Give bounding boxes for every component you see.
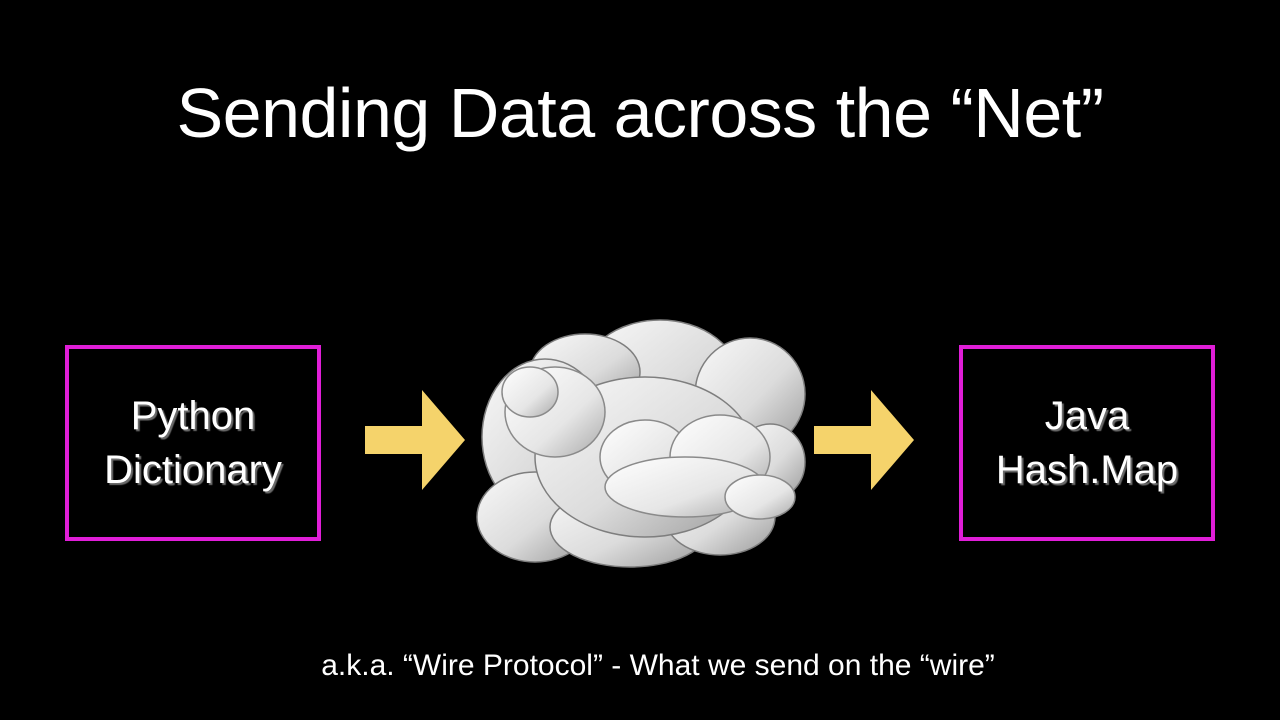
java-hashmap-label-line2: Hash.Map bbox=[963, 443, 1211, 497]
python-dictionary-label-line2: Dictionary bbox=[69, 443, 317, 497]
cloud-icon bbox=[470, 312, 810, 572]
java-hashmap-label-line1: Java bbox=[963, 389, 1211, 443]
python-dictionary-label: Python Dictionary bbox=[69, 389, 317, 497]
footer-caption: a.k.a. “Wire Protocol” - What we send on… bbox=[0, 646, 1280, 686]
arrow-shape bbox=[814, 390, 914, 490]
python-dictionary-label-line1: Python bbox=[69, 389, 317, 443]
slide-title: Sending Data across the “Net” bbox=[0, 68, 1280, 158]
python-dictionary-box: Python Dictionary bbox=[65, 345, 321, 541]
java-hashmap-box: Java Hash.Map bbox=[959, 345, 1215, 541]
right-arrow-icon bbox=[365, 390, 465, 490]
right-arrow-icon bbox=[814, 390, 914, 490]
java-hashmap-label: Java Hash.Map bbox=[963, 389, 1211, 497]
arrow-shape bbox=[365, 390, 465, 490]
